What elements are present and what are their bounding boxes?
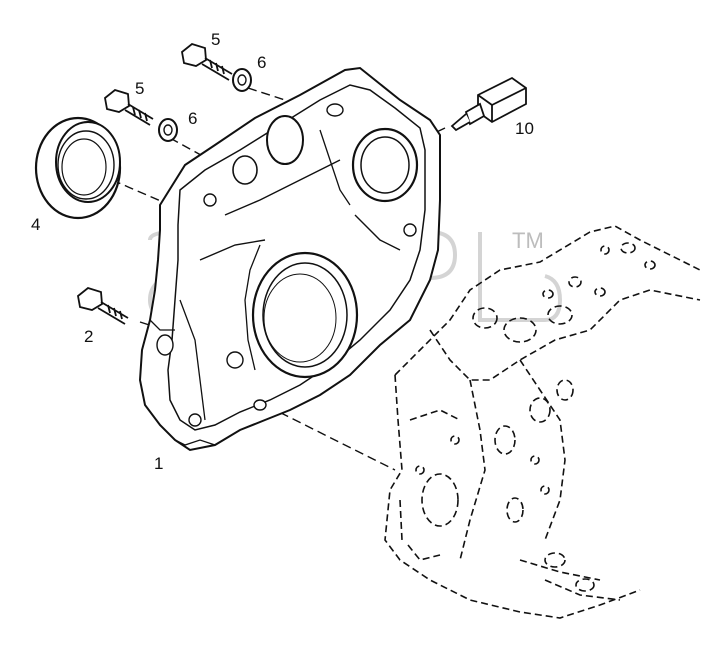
front-cover-part xyxy=(138,66,441,452)
callout-10: 10 xyxy=(515,119,534,138)
bolt-part-upper xyxy=(181,42,233,81)
bolt-part-lower xyxy=(104,88,154,126)
oil-seal-part xyxy=(34,116,122,220)
washer-part-upper xyxy=(232,68,252,92)
callout-5-upper: 5 xyxy=(211,30,221,49)
washer-part-lower xyxy=(158,118,178,142)
sensor-part xyxy=(450,76,527,132)
callout-2: 2 xyxy=(84,327,94,346)
engine-block-outline xyxy=(384,225,701,619)
callout-5-lower: 5 xyxy=(135,79,145,98)
bolt-part-item2 xyxy=(77,286,129,325)
callout-6-upper: 6 xyxy=(257,53,267,72)
callout-6-lower: 6 xyxy=(188,109,198,128)
callout-1: 1 xyxy=(154,454,164,473)
trademark-mark: TM xyxy=(512,228,544,253)
callout-4: 4 xyxy=(31,215,41,234)
